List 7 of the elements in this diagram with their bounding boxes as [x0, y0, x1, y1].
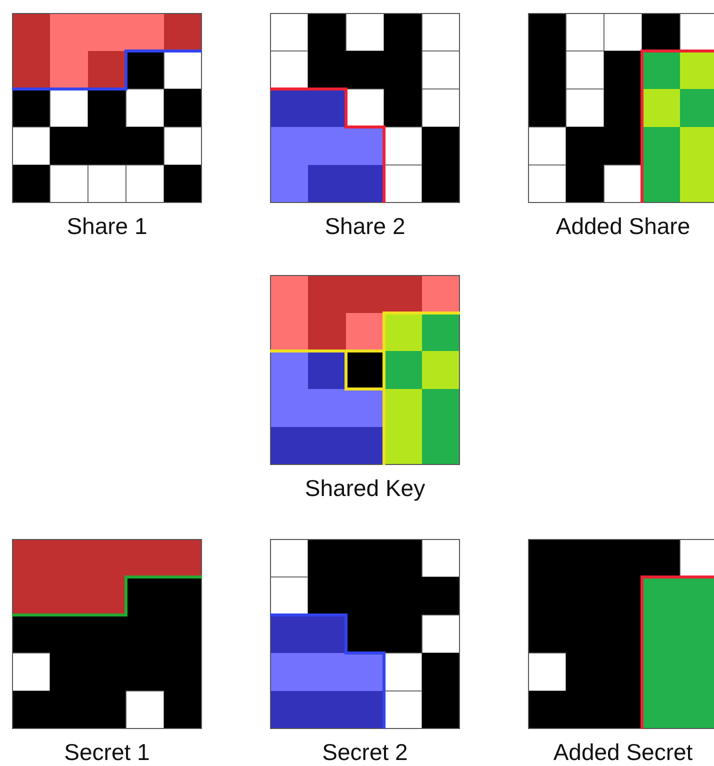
grid-caption: Secret 2 [321, 739, 409, 766]
grid-caption: Added Share [554, 213, 692, 240]
grid-caption: Secret 1 [63, 739, 151, 766]
grid-caption: Shared Key [304, 475, 426, 502]
grid-caption: Share 2 [324, 213, 406, 240]
grid-caption: Share 1 [66, 213, 148, 240]
grid-caption: Added Secret [552, 739, 694, 766]
